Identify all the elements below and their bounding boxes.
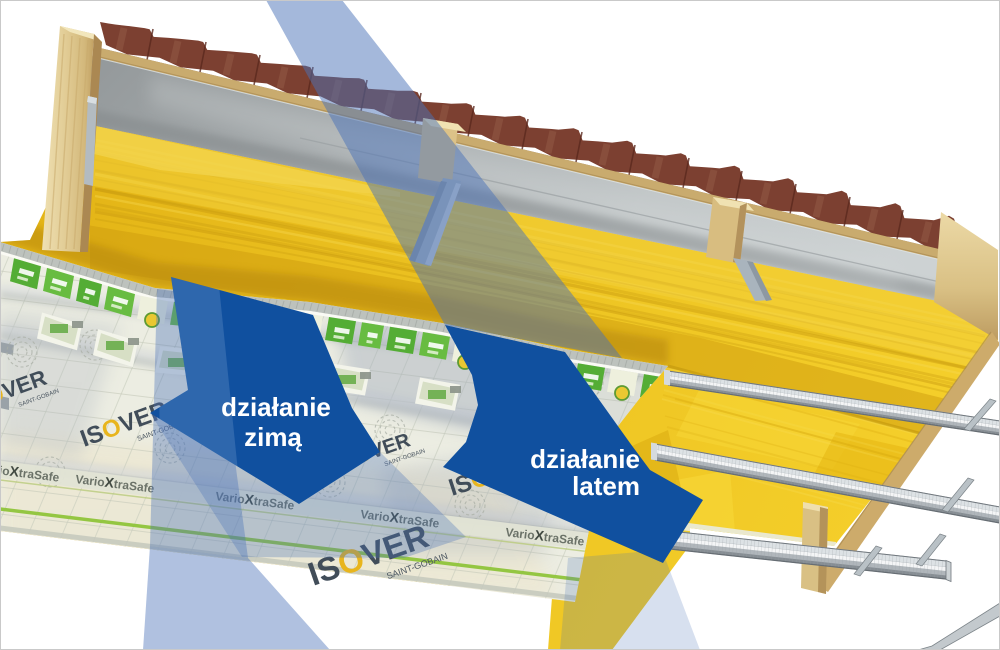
svg-text:działanie: działanie — [221, 392, 331, 422]
svg-text:działanie: działanie — [530, 444, 640, 474]
svg-text:zimą: zimą — [244, 422, 302, 452]
svg-text:latem: latem — [572, 471, 640, 501]
